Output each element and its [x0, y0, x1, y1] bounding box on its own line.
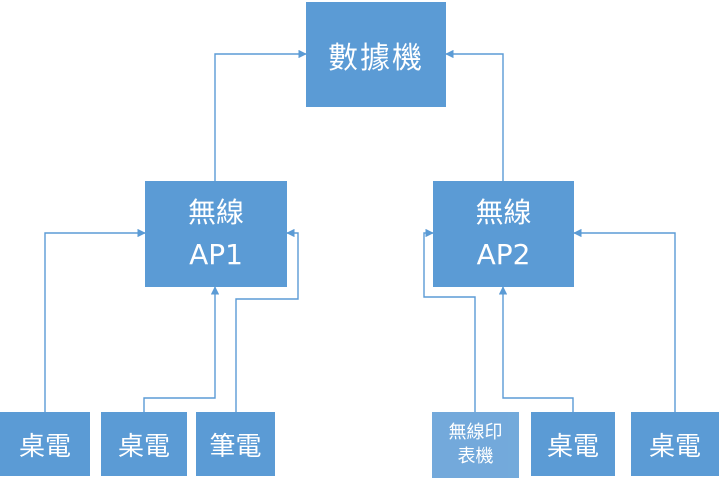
wireless-ap1-node: 無線 AP1: [145, 181, 287, 287]
modem-node: 數據機: [306, 2, 446, 107]
connector-laptop-ap1: [235, 228, 299, 412]
printer-label-line2: 表機: [457, 446, 494, 467]
desktop-node-3: 桌電: [531, 412, 615, 476]
laptop-label: 筆電: [209, 431, 262, 462]
desktop-2-label: 桌電: [117, 431, 170, 462]
desktop-3-label: 桌電: [546, 431, 599, 462]
ap2-label-line1: 無線: [475, 196, 532, 229]
laptop-node: 筆電: [196, 412, 275, 476]
connector-ap2-server: [445, 49, 504, 181]
wireless-ap2-node: 無線 AP2: [433, 181, 574, 287]
connector-ap1-server: [214, 49, 307, 181]
connector-printer-ap2: [423, 228, 476, 412]
printer-label-line1: 無線印: [448, 422, 503, 443]
modem-label: 數據機: [328, 40, 424, 76]
desktop-node-2: 桌電: [101, 412, 187, 476]
desktop-4-label: 桌電: [648, 431, 701, 462]
desktop-node-4: 桌電: [631, 412, 719, 476]
ap2-label-line2: AP2: [476, 238, 531, 271]
ap1-label-line1: 無線: [187, 196, 244, 229]
connector-desktop4-ap2: [498, 286, 574, 412]
connector-desktop2-ap1: [143, 286, 220, 412]
ap1-label-line2: AP1: [189, 238, 243, 271]
desktop-1-label: 桌電: [18, 431, 71, 462]
connector-desktop5-ap2: [573, 228, 676, 412]
connector-desktop1-ap1: [44, 228, 146, 412]
wireless-printer-node: 無線印 表機: [432, 412, 519, 478]
desktop-node-1: 桌電: [0, 412, 90, 476]
